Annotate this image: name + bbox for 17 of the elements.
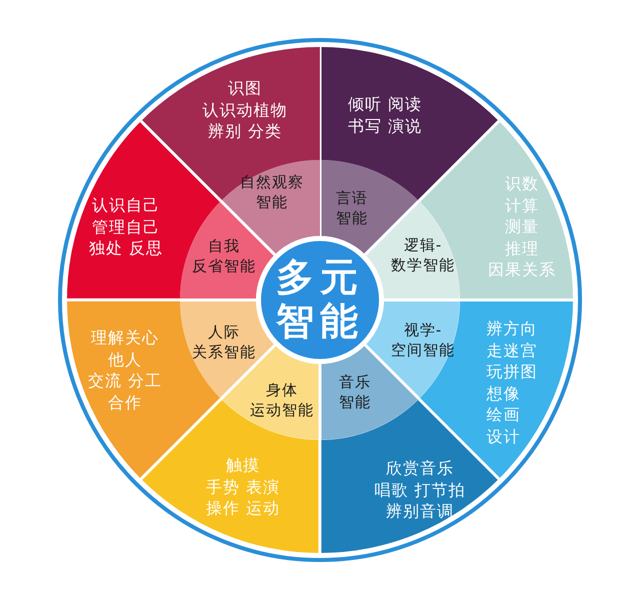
activity-list: 识图认识动植物辨别 分类 [202,78,288,142]
activity-list: 倾听 阅读书写 演说 [348,93,422,137]
intelligence-name: 身体运动智能 [250,380,314,420]
intelligence-name: 自我反省智能 [192,236,256,276]
intelligence-name: 言语智能 [336,188,368,228]
intelligence-name: 视学-空间智能 [390,320,455,360]
intelligence-name: 逻辑-数学智能 [390,234,455,276]
activity-list: 理解关心他人交流 分工合作 [88,326,162,414]
intelligence-name: 人际关系智能 [192,322,256,362]
intelligence-name: 音乐智能 [339,372,371,412]
activity-list: 认识自己管理自己独处 反思 [88,194,164,260]
activity-list: 辨方向走迷宫玩拼图想像绘画设计 [486,318,538,448]
center-title: 多元智能 [276,256,364,344]
activity-list: 识数计算测量推理因果关系 [488,173,556,281]
intelligence-name: 自然观察智能 [240,172,304,212]
activity-list: 触摸手势 表演操作 运动 [206,454,280,520]
activity-list: 欣赏音乐唱歌 打节拍辨别音调 [374,458,466,522]
